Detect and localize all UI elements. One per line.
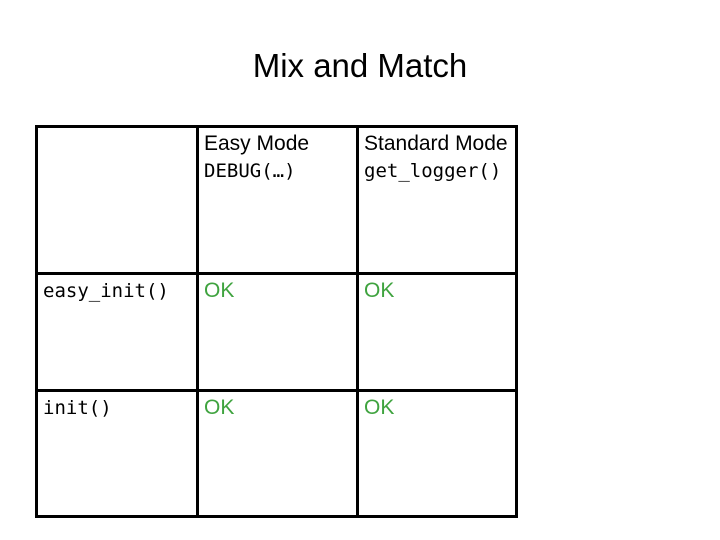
column-api-easy-mode: DEBUG(…) <box>204 160 296 182</box>
status-cell-init-standard-mode: OK <box>356 389 518 518</box>
page-title: Mix and Match <box>252 47 468 84</box>
row-label-easy-init: easy_init() <box>43 280 169 302</box>
table-header-cell-standard-mode: Standard Mode get_logger() <box>356 125 518 275</box>
status-badge: OK <box>364 396 395 419</box>
table-row: init() OK OK <box>35 389 518 518</box>
status-cell-init-easy-mode: OK <box>196 389 359 518</box>
column-api-standard-mode: get_logger() <box>364 160 502 182</box>
status-badge: OK <box>204 396 235 419</box>
table-corner-cell <box>35 125 199 275</box>
status-cell-easy-init-standard-mode: OK <box>356 272 518 392</box>
table-header-cell-easy-mode: Easy Mode DEBUG(…) <box>196 125 359 275</box>
status-badge: OK <box>364 279 395 302</box>
row-label-cell-init: init() <box>35 389 199 518</box>
table-header-row: Easy Mode DEBUG(…) Standard Mode get_log… <box>35 125 518 275</box>
compatibility-matrix-table: Easy Mode DEBUG(…) Standard Mode get_log… <box>35 125 518 518</box>
column-title-standard-mode: Standard Mode <box>364 132 508 155</box>
status-cell-easy-init-easy-mode: OK <box>196 272 359 392</box>
row-label-init: init() <box>43 397 112 419</box>
table-row: easy_init() OK OK <box>35 272 518 392</box>
row-label-cell-easy-init: easy_init() <box>35 272 199 392</box>
status-badge: OK <box>204 279 235 302</box>
column-title-easy-mode: Easy Mode <box>204 132 310 155</box>
